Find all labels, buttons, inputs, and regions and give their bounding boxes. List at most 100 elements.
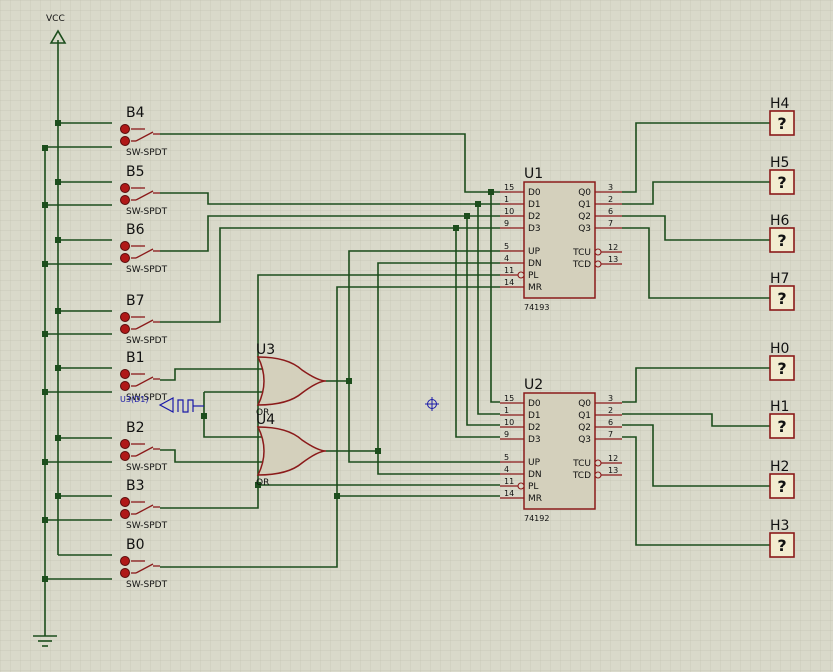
switch-type: SW-SPDT — [126, 148, 168, 158]
pin-name: Q2 — [578, 423, 591, 433]
switch-terminal — [120, 183, 130, 193]
pin-number: 4 — [504, 465, 509, 474]
probe-ref: H2 — [770, 459, 789, 475]
pin-number: 6 — [608, 207, 613, 216]
probe-body — [769, 473, 795, 499]
pin-number: 3 — [608, 183, 613, 192]
switch-ref: B2 — [126, 420, 145, 436]
probes-layer: H4? H5? H6? H7? H0? H1? H2? H3? — [769, 96, 795, 558]
probe-body — [769, 413, 795, 439]
switch-lever — [135, 248, 154, 259]
probe-ref: H5 — [770, 155, 789, 171]
pin-name: D3 — [528, 224, 541, 234]
pin-name: TCU — [572, 248, 591, 258]
vcc-terminal[interactable]: VCC — [46, 14, 67, 44]
pin-number: 5 — [504, 453, 509, 462]
pin-number: 2 — [608, 406, 613, 415]
pin-number: 14 — [504, 489, 514, 498]
switch-type: SW-SPDT — [126, 207, 168, 217]
gate-u4[interactable]: U4 OR — [256, 412, 327, 488]
switch-ref: B4 — [126, 105, 145, 121]
pin-name: D0 — [528, 188, 541, 198]
pin-number: 15 — [504, 183, 514, 192]
pin-number: 11 — [504, 266, 514, 275]
probe-7[interactable]: H3? — [769, 518, 795, 558]
pin-name: D2 — [528, 423, 541, 433]
pin-number: 4 — [504, 254, 509, 263]
clock-source[interactable]: U3(D1) — [120, 395, 204, 414]
probe-5[interactable]: H1? — [769, 399, 795, 439]
probe-6[interactable]: H2? — [769, 459, 795, 499]
pin-name: PL — [528, 482, 538, 492]
probe-question-icon: ? — [777, 417, 786, 436]
switch-terminal — [120, 369, 130, 379]
invert-bubble — [517, 482, 525, 490]
pin-name: Q1 — [578, 200, 591, 210]
pin-number: 12 — [608, 454, 618, 463]
switch-terminal — [120, 124, 130, 134]
wires — [44, 40, 770, 636]
switch-lever — [135, 319, 154, 330]
counter-u2[interactable]: U27419215D01D110D29D35UP4DN11PL14MR3Q02Q… — [500, 377, 622, 523]
pin-number: 12 — [608, 243, 618, 252]
switch-terminal — [120, 195, 130, 205]
probe-4[interactable]: H0? — [769, 341, 795, 381]
pin-number: 9 — [504, 430, 509, 439]
counter-u1[interactable]: U17419315D01D110D29D35UP4DN11PL14MR3Q02Q… — [500, 166, 622, 312]
pin-name: D2 — [528, 212, 541, 222]
crosshair-cursor-icon — [425, 397, 439, 411]
probe-3[interactable]: H7? — [769, 271, 795, 311]
probe-body — [769, 355, 795, 381]
pin-name: D3 — [528, 435, 541, 445]
switch-type: SW-SPDT — [126, 521, 168, 531]
invert-bubble — [594, 260, 602, 268]
invert-bubble — [594, 471, 602, 479]
junctions — [42, 120, 494, 582]
switch-terminal — [120, 509, 130, 519]
pin-number: 13 — [608, 466, 618, 475]
pin-number: 1 — [504, 195, 509, 204]
gate-u3-ref: U3 — [256, 342, 275, 358]
switch-lever — [135, 131, 154, 142]
probe-2[interactable]: H6? — [769, 213, 795, 253]
switch-type: SW-SPDT — [126, 580, 168, 590]
counter-body — [523, 181, 596, 299]
gate-u3[interactable]: U3 OR — [256, 342, 327, 418]
probe-question-icon: ? — [777, 114, 786, 133]
pin-name: TCU — [572, 459, 591, 469]
switch-type: SW-SPDT — [126, 393, 168, 403]
probe-question-icon: ? — [777, 359, 786, 378]
switch-type: SW-SPDT — [126, 336, 168, 346]
pin-name: MR — [528, 494, 542, 504]
switches-layer: B4SW-SPDTB5SW-SPDTB6SW-SPDTB7SW-SPDTB1SW… — [120, 105, 168, 590]
probe-body — [769, 532, 795, 558]
switch-lever — [135, 504, 154, 515]
pin-number: 2 — [608, 195, 613, 204]
switch-ref: B3 — [126, 478, 145, 494]
switch-ref: B5 — [126, 164, 145, 180]
switch-terminal — [120, 312, 130, 322]
pin-number: 5 — [504, 242, 509, 251]
switch-terminal — [120, 451, 130, 461]
vcc-label: VCC — [46, 14, 65, 24]
probe-1[interactable]: H5? — [769, 155, 795, 195]
ground-terminal[interactable] — [33, 635, 57, 647]
switch-terminal — [120, 556, 130, 566]
switch-lever — [135, 446, 154, 457]
invert-bubble — [517, 271, 525, 279]
probe-body — [769, 227, 795, 253]
probe-0[interactable]: H4? — [769, 96, 795, 136]
gate-u4-ref: U4 — [256, 412, 275, 428]
probe-ref: H4 — [770, 96, 790, 112]
pin-name: Q1 — [578, 411, 591, 421]
